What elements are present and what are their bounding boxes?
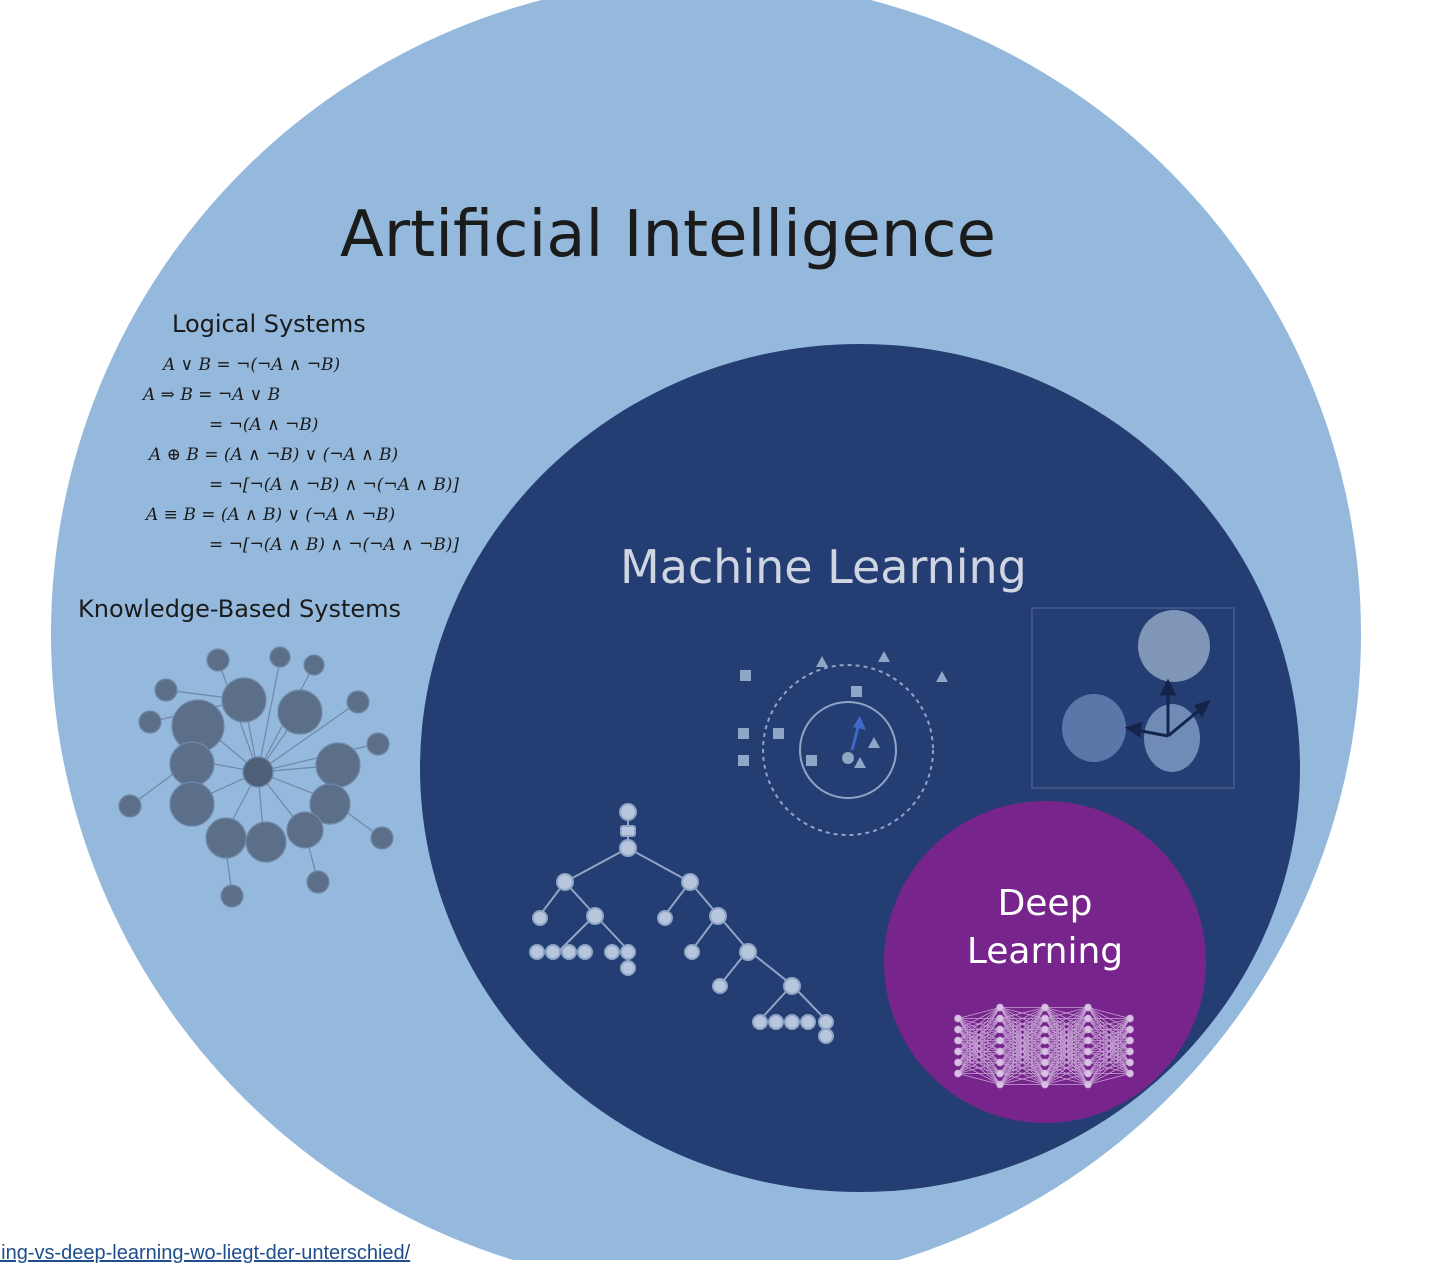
- nn-node: [1041, 1047, 1049, 1056]
- dl-label-line2: Learning: [966, 931, 1124, 972]
- nn-node: [996, 1047, 1004, 1056]
- formula-line: = ¬[¬(A ∧ ¬B) ∧ ¬(¬A ∧ B)]: [209, 475, 459, 495]
- nn-node: [1126, 1014, 1134, 1023]
- formula-line: A ⊕ B = (A ∧ ¬B) ∨ (¬A ∧ B): [149, 445, 399, 465]
- knowledge-graph-icon: [118, 646, 394, 908]
- nn-node: [1084, 1058, 1092, 1067]
- nn-node: [996, 1069, 1004, 1078]
- nn-node: [1126, 1058, 1134, 1067]
- nn-node: [1126, 1025, 1134, 1034]
- ml-label: Machine Learning: [620, 540, 1027, 594]
- nn-node: [954, 1014, 962, 1023]
- ai-label: Artificial Intelligence: [340, 198, 996, 272]
- formula-line: = ¬(A ∧ ¬B): [209, 415, 319, 435]
- nn-node: [1126, 1047, 1134, 1056]
- nn-node: [954, 1069, 962, 1078]
- nn-node: [1041, 1058, 1049, 1067]
- nn-node: [1041, 1003, 1049, 1012]
- nn-node: [1041, 1025, 1049, 1034]
- nn-node: [1126, 1036, 1134, 1045]
- nn-node: [1084, 1080, 1092, 1089]
- nn-node: [1041, 1080, 1049, 1089]
- formula-line: A ≡ B = (A ∧ B) ∨ (¬A ∧ ¬B): [146, 505, 396, 525]
- nn-node: [1084, 1036, 1092, 1045]
- nn-node: [954, 1025, 962, 1034]
- neural-network-icon: [954, 1003, 1134, 1089]
- dl-label: Deep Learning: [930, 880, 1160, 976]
- nn-node: [996, 1025, 1004, 1034]
- nn-node: [996, 1003, 1004, 1012]
- formula-line: A ∨ B = ¬(¬A ∧ ¬B): [163, 355, 341, 375]
- nn-node: [954, 1058, 962, 1067]
- nn-node: [1041, 1036, 1049, 1045]
- nn-node: [1084, 1003, 1092, 1012]
- formula-line: = ¬[¬(A ∧ B) ∧ ¬(¬A ∧ ¬B)]: [209, 535, 459, 555]
- decision-tree-icon: [529, 803, 834, 1044]
- nn-node: [1041, 1014, 1049, 1023]
- pca-scatter-icon: [1031, 607, 1235, 789]
- nn-node: [996, 1058, 1004, 1067]
- nn-node: [1084, 1069, 1092, 1078]
- nn-node: [996, 1080, 1004, 1089]
- knowledge-systems-label: Knowledge-Based Systems: [78, 595, 402, 623]
- nn-node: [996, 1014, 1004, 1023]
- dl-label-line1: Deep: [997, 883, 1093, 924]
- nn-node: [954, 1047, 962, 1056]
- formula-line: A ⇒ B = ¬A ∨ B: [143, 385, 281, 405]
- nn-node: [996, 1036, 1004, 1045]
- nn-node: [1084, 1014, 1092, 1023]
- nn-node: [954, 1036, 962, 1045]
- logical-systems-label: Logical Systems: [172, 310, 366, 338]
- nn-node: [1084, 1025, 1092, 1034]
- nn-node: [1084, 1047, 1092, 1056]
- classification-icon: [738, 651, 948, 836]
- nn-node: [1041, 1069, 1049, 1078]
- source-link[interactable]: ning-vs-deep-learning-wo-liegt-der-unter…: [0, 1242, 411, 1264]
- nn-node: [1126, 1069, 1134, 1078]
